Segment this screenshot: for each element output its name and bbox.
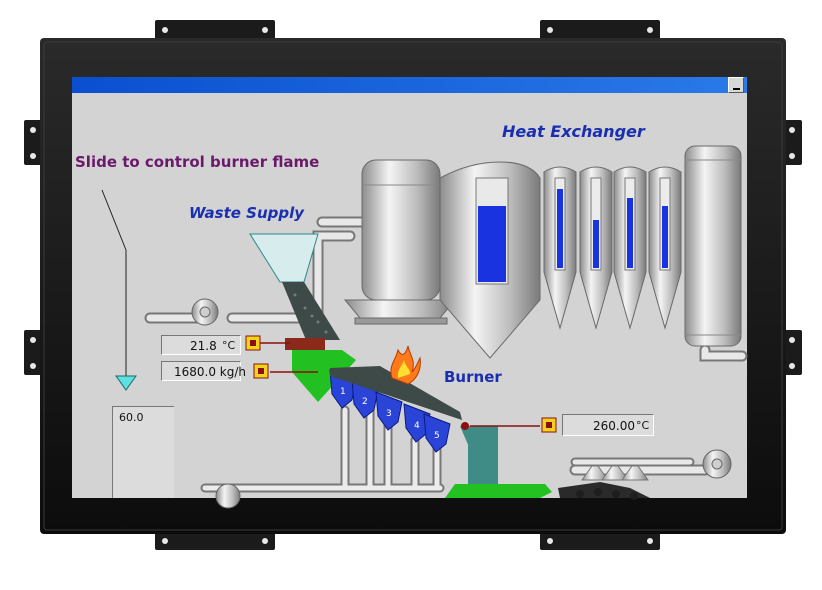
heat-exchanger-level-fill — [557, 189, 563, 268]
blower-fan-left — [191, 298, 219, 326]
sensor-probe-3-icon — [461, 417, 557, 433]
duct-bells — [581, 465, 649, 481]
heat-exchanger-level-fill — [662, 206, 668, 268]
heat-exchanger-column — [579, 166, 613, 330]
heat-exchanger-label: Heat Exchanger — [502, 122, 645, 141]
heat-exchanger-column — [613, 166, 647, 330]
minimize-button[interactable] — [728, 77, 744, 93]
cyclone-drum — [343, 159, 457, 325]
sensor-probe-2-icon — [253, 363, 269, 379]
heat-exchanger-stack — [684, 145, 742, 347]
grate-inlet — [292, 350, 356, 402]
temperature-value-2: 260.00 — [593, 419, 635, 433]
grate-section-number: 3 — [386, 409, 392, 419]
waste-feed-chute — [282, 282, 340, 340]
feed-rate-readout: 1680.0 kg/h — [161, 361, 246, 381]
heat-exchanger-columns — [543, 166, 682, 330]
heat-exchanger-column — [648, 166, 682, 330]
sensor-leads — [260, 342, 540, 427]
burner-flame-icon — [390, 345, 421, 385]
waste-supply-label: Waste Supply — [189, 204, 305, 222]
grate-section-number: 4 — [414, 421, 420, 431]
title-bar — [72, 77, 747, 93]
temperature-unit-1: °C — [222, 339, 236, 352]
heat-exchanger-level-fill — [627, 198, 633, 268]
boiler-tank — [439, 161, 541, 359]
temperature-readout-2: 260.00 °C — [562, 414, 654, 436]
grate-section: 3 — [375, 391, 403, 431]
waste-bed — [330, 366, 462, 420]
heat-exchanger-column — [543, 166, 577, 330]
slide-hint-label: Slide to control burner flame — [75, 153, 320, 171]
grate-section-number: 2 — [362, 397, 368, 407]
boiler-tank-level-fill — [478, 206, 506, 282]
burner-label: Burner — [444, 368, 502, 386]
ash-duct — [460, 426, 498, 488]
slider-hint-arrow-icon — [101, 189, 137, 391]
grate-section-number: 5 — [434, 431, 440, 441]
ram-feeder — [285, 338, 325, 350]
burner-slider-value: 60.0 — [119, 411, 144, 424]
ash-conveyor — [445, 484, 552, 498]
blower-fan-bottom — [215, 483, 241, 509]
grate-section: 5 — [423, 413, 451, 453]
feed-rate-value: 1680.0 kg/h — [174, 365, 247, 379]
grate-section-number: 1 — [340, 387, 346, 397]
temperature-unit-2: °C — [636, 419, 650, 432]
heat-exchanger-level-fill — [593, 220, 599, 268]
blower-fan-right — [702, 449, 732, 479]
temperature-value-1: 21.8 — [190, 339, 217, 353]
burner-slider-panel: 60.0 — [112, 406, 174, 498]
temperature-readout-1: 21.8 °C — [161, 335, 241, 355]
sensor-probe-1-icon — [245, 335, 261, 351]
